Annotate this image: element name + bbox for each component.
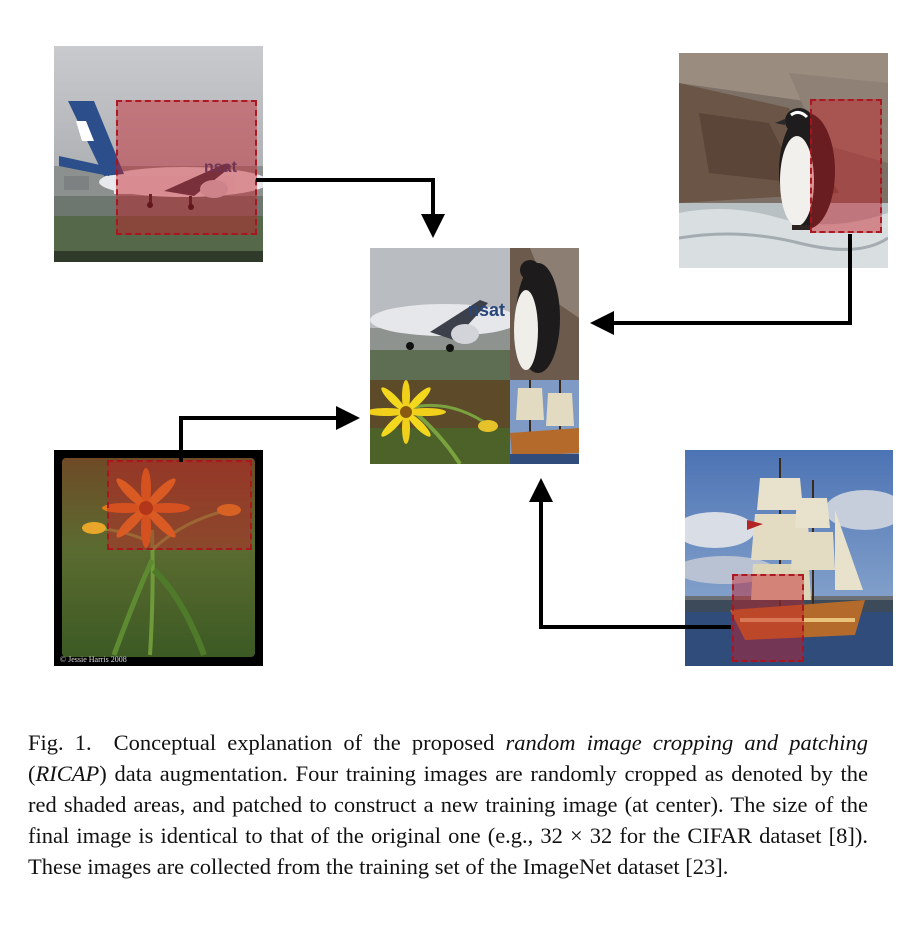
airplane-photo: nsat xyxy=(54,46,263,262)
flower-crop-region xyxy=(107,460,252,550)
svg-text:nsat: nsat xyxy=(204,159,238,176)
svg-text:nsat: nsat xyxy=(468,300,505,320)
flower-photo: © Jessie Harris 2008 xyxy=(54,450,263,666)
penguin-crop-region xyxy=(810,99,882,233)
ship-crop-region xyxy=(732,574,804,662)
arrow-penguin-to-composite xyxy=(590,234,852,335)
airplane-crop-region xyxy=(116,100,257,235)
caption-text-3: ) data augmentation. Four training image… xyxy=(28,761,868,879)
arrow-ship-to-composite xyxy=(529,478,731,629)
patched-composite-image: nsat xyxy=(370,248,579,464)
figure-label: Fig. 1. xyxy=(28,730,92,755)
arrows-layer xyxy=(179,178,852,629)
caption-method-name: random image cropping and patching xyxy=(505,730,869,755)
caption-acronym: RICAP xyxy=(35,761,100,786)
penguin-photo xyxy=(679,53,888,268)
photo-credit: © Jessie Harris 2008 xyxy=(60,655,127,664)
figure-caption: Fig. 1. Conceptual explanation of the pro… xyxy=(28,727,868,882)
caption-text-2: ( xyxy=(28,761,36,786)
arrow-airplane-to-composite xyxy=(256,178,445,238)
ship-photo xyxy=(685,450,893,666)
arrow-flower-to-composite xyxy=(179,406,360,462)
caption-text-1: Conceptual explanation of the proposed xyxy=(113,730,506,755)
